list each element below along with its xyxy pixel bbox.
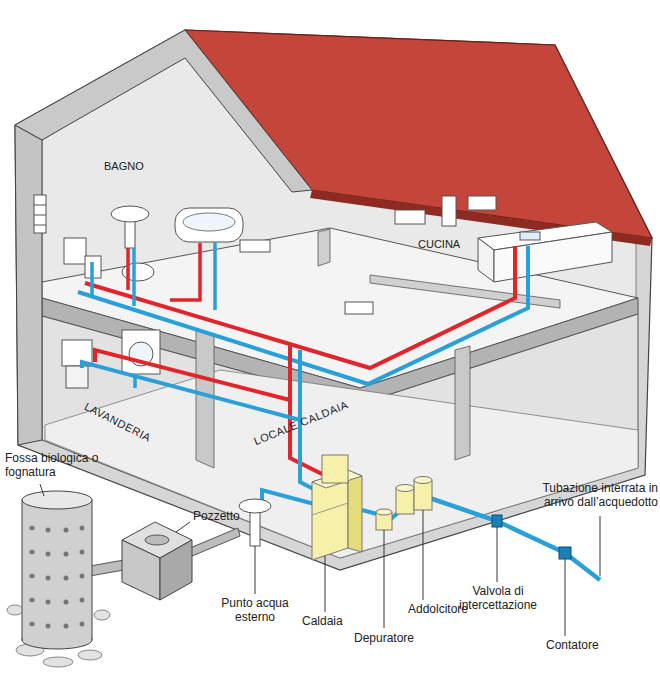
part-label: Tubazione interrata in arrivo dall’acque… [518,482,658,510]
manhole [160,540,192,600]
radiator [468,196,496,210]
cold-water-pipe [133,375,137,388]
cold-water-pipe [90,262,94,296]
leader-lines [40,484,600,636]
leader-line [565,559,566,636]
partition-wall [370,275,560,308]
gravel [78,650,102,660]
cold-water-pipe [82,362,300,420]
radiator [240,240,270,252]
water-meter [559,547,571,559]
drain-pipe [190,528,240,556]
leader-line [255,546,256,594]
softener-tank [414,480,432,510]
leader-line [384,530,385,628]
radiator [395,210,425,224]
septic-hole [30,550,35,555]
septic-hole [64,576,69,581]
septic-hole [46,600,51,605]
towel-radiator [34,195,46,233]
radiator [345,302,373,314]
gravel [94,610,110,620]
outdoor-sink [239,499,271,513]
gravel [7,605,23,615]
outdoor-sink-pedestal [250,508,260,546]
room-label: BAGNO [104,160,144,173]
hot-water-pipe [170,243,200,300]
part-label: Addolcitore [408,603,468,617]
partition-wall [455,346,470,460]
part-label: Depuratore [354,632,414,646]
boiler [348,470,362,552]
septic-hole [30,526,35,531]
septic-hole [80,598,85,603]
septic-tank-top [22,491,92,509]
part-label: Fossa biologica o fognatura [5,452,101,480]
gravel [43,657,73,667]
room-label: CUCINA [418,238,460,251]
cold-water-pipe [132,248,136,306]
laundry-sink-base [66,366,88,388]
bathtub-basin [183,213,235,231]
part-label: Punto acqua esterno [212,597,298,625]
septic-holes [30,526,85,629]
cabinet [442,196,456,226]
septic-hole [46,624,51,629]
septic-tank [23,600,91,640]
septic-hole [80,526,85,531]
filter [376,509,392,515]
septic-hole [64,600,69,605]
radiator-bar [34,225,46,226]
bathroom-sink [111,206,149,222]
partition-wall [318,229,330,266]
septic-hole [64,624,69,629]
hot-water-pipe [126,248,130,290]
outer-wall [15,125,42,445]
softener-tank [396,485,414,492]
softener-tank [414,477,432,484]
septic-hole [64,552,69,557]
gable [15,30,312,192]
kitchen-counter [494,232,612,282]
shutoff-valve [492,515,502,527]
radiator-bar [34,205,46,206]
leader-line [600,516,601,576]
part-label: Pozzetto [193,510,240,524]
kitchen-counter [478,238,494,282]
part-label: Caldaia [302,615,343,629]
hot-water-pipe [85,246,515,368]
boiler-line [312,503,348,515]
bathtub [175,208,243,242]
boiler-top [322,455,348,483]
septic-tank [22,500,92,640]
septic-hole [30,622,35,627]
septic-hole [80,574,85,579]
kitchen-sink [520,232,540,240]
leader-line [497,527,498,582]
septic-hole [46,552,51,557]
manhole-cover [145,535,169,545]
washing-machine [122,330,160,374]
septic-hole [80,550,85,555]
partition-wall [196,330,214,468]
leader-line [423,510,424,600]
cold-water-pipe [213,242,217,310]
septic-hole [30,574,35,579]
radiator-bar [34,215,46,216]
leader-line [325,556,326,612]
septic-hole [46,528,51,533]
drain-pipe [90,560,124,576]
septic-hole [30,598,35,603]
toilet-tank [64,238,86,264]
manhole [122,540,160,600]
septic-hole [64,528,69,533]
septic-hole [46,576,51,581]
cold-water-pipe [262,490,318,505]
part-label: Contatore [546,639,599,653]
leader-line [176,522,190,532]
leader-line [40,484,44,496]
septic-hole [80,622,85,627]
